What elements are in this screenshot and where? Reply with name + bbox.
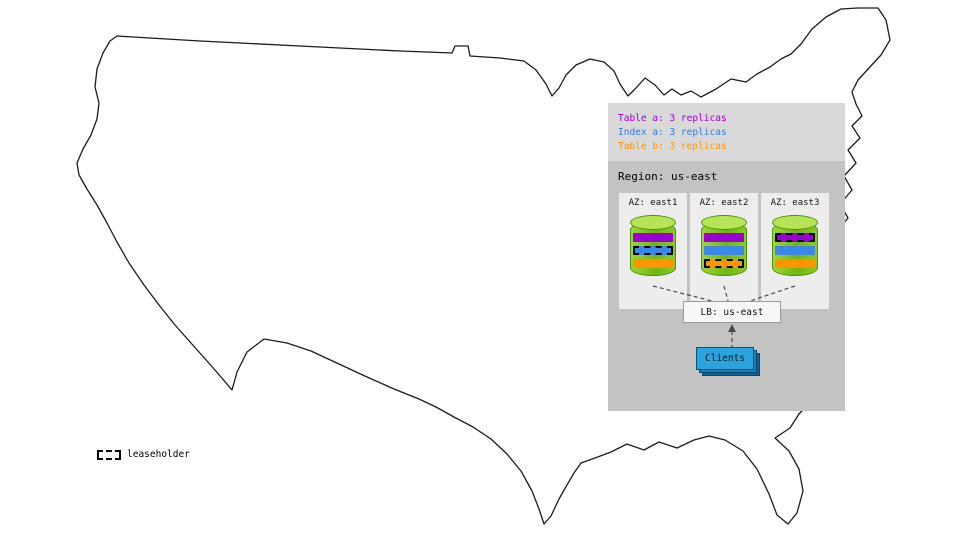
replica-bar-table-a: [633, 233, 673, 242]
az-east3: AZ: east3: [761, 193, 829, 309]
az-east1-label: AZ: east1: [628, 198, 678, 208]
cylinder-top: [772, 215, 818, 230]
replica-bar-index-a: [633, 246, 673, 255]
replica-bar-table-b: [775, 259, 815, 268]
replica-bar-table-a: [704, 233, 744, 242]
az-east3-label: AZ: east3: [770, 198, 820, 208]
cylinder-top: [630, 215, 676, 230]
replica-legend: Table a: 3 replicas Index a: 3 replicas …: [608, 103, 845, 154]
replica-bar-table-b: [633, 259, 673, 268]
topology-panel: Table a: 3 replicas Index a: 3 replicas …: [608, 103, 845, 411]
leaseholder-key: leaseholder: [97, 449, 190, 460]
az-east1: AZ: east1: [619, 193, 687, 309]
leaseholder-key-label: leaseholder: [127, 449, 190, 460]
clients-label: Clients: [696, 347, 754, 370]
region-label: Region: us-east: [618, 170, 718, 183]
region-us-east: Region: us-east AZ: east1 AZ: east2: [608, 161, 845, 411]
replica-bar-table-a: [775, 233, 815, 242]
az-east2: AZ: east2: [690, 193, 758, 309]
replica-bar-index-a: [775, 246, 815, 255]
legend-item-table-a: Table a: 3 replicas: [618, 113, 727, 124]
legend-item-table-b: Table b: 3 replicas: [618, 141, 727, 152]
replica-bar-index-a: [704, 246, 744, 255]
replica-bar-table-b: [704, 259, 744, 268]
leaseholder-swatch-icon: [97, 449, 121, 460]
legend-item-index-a: Index a: 3 replicas: [618, 127, 727, 138]
clients-box: Clients: [696, 347, 762, 377]
cylinder-top: [701, 215, 747, 230]
az-east2-label: AZ: east2: [699, 198, 749, 208]
load-balancer: LB: us-east: [683, 301, 781, 323]
